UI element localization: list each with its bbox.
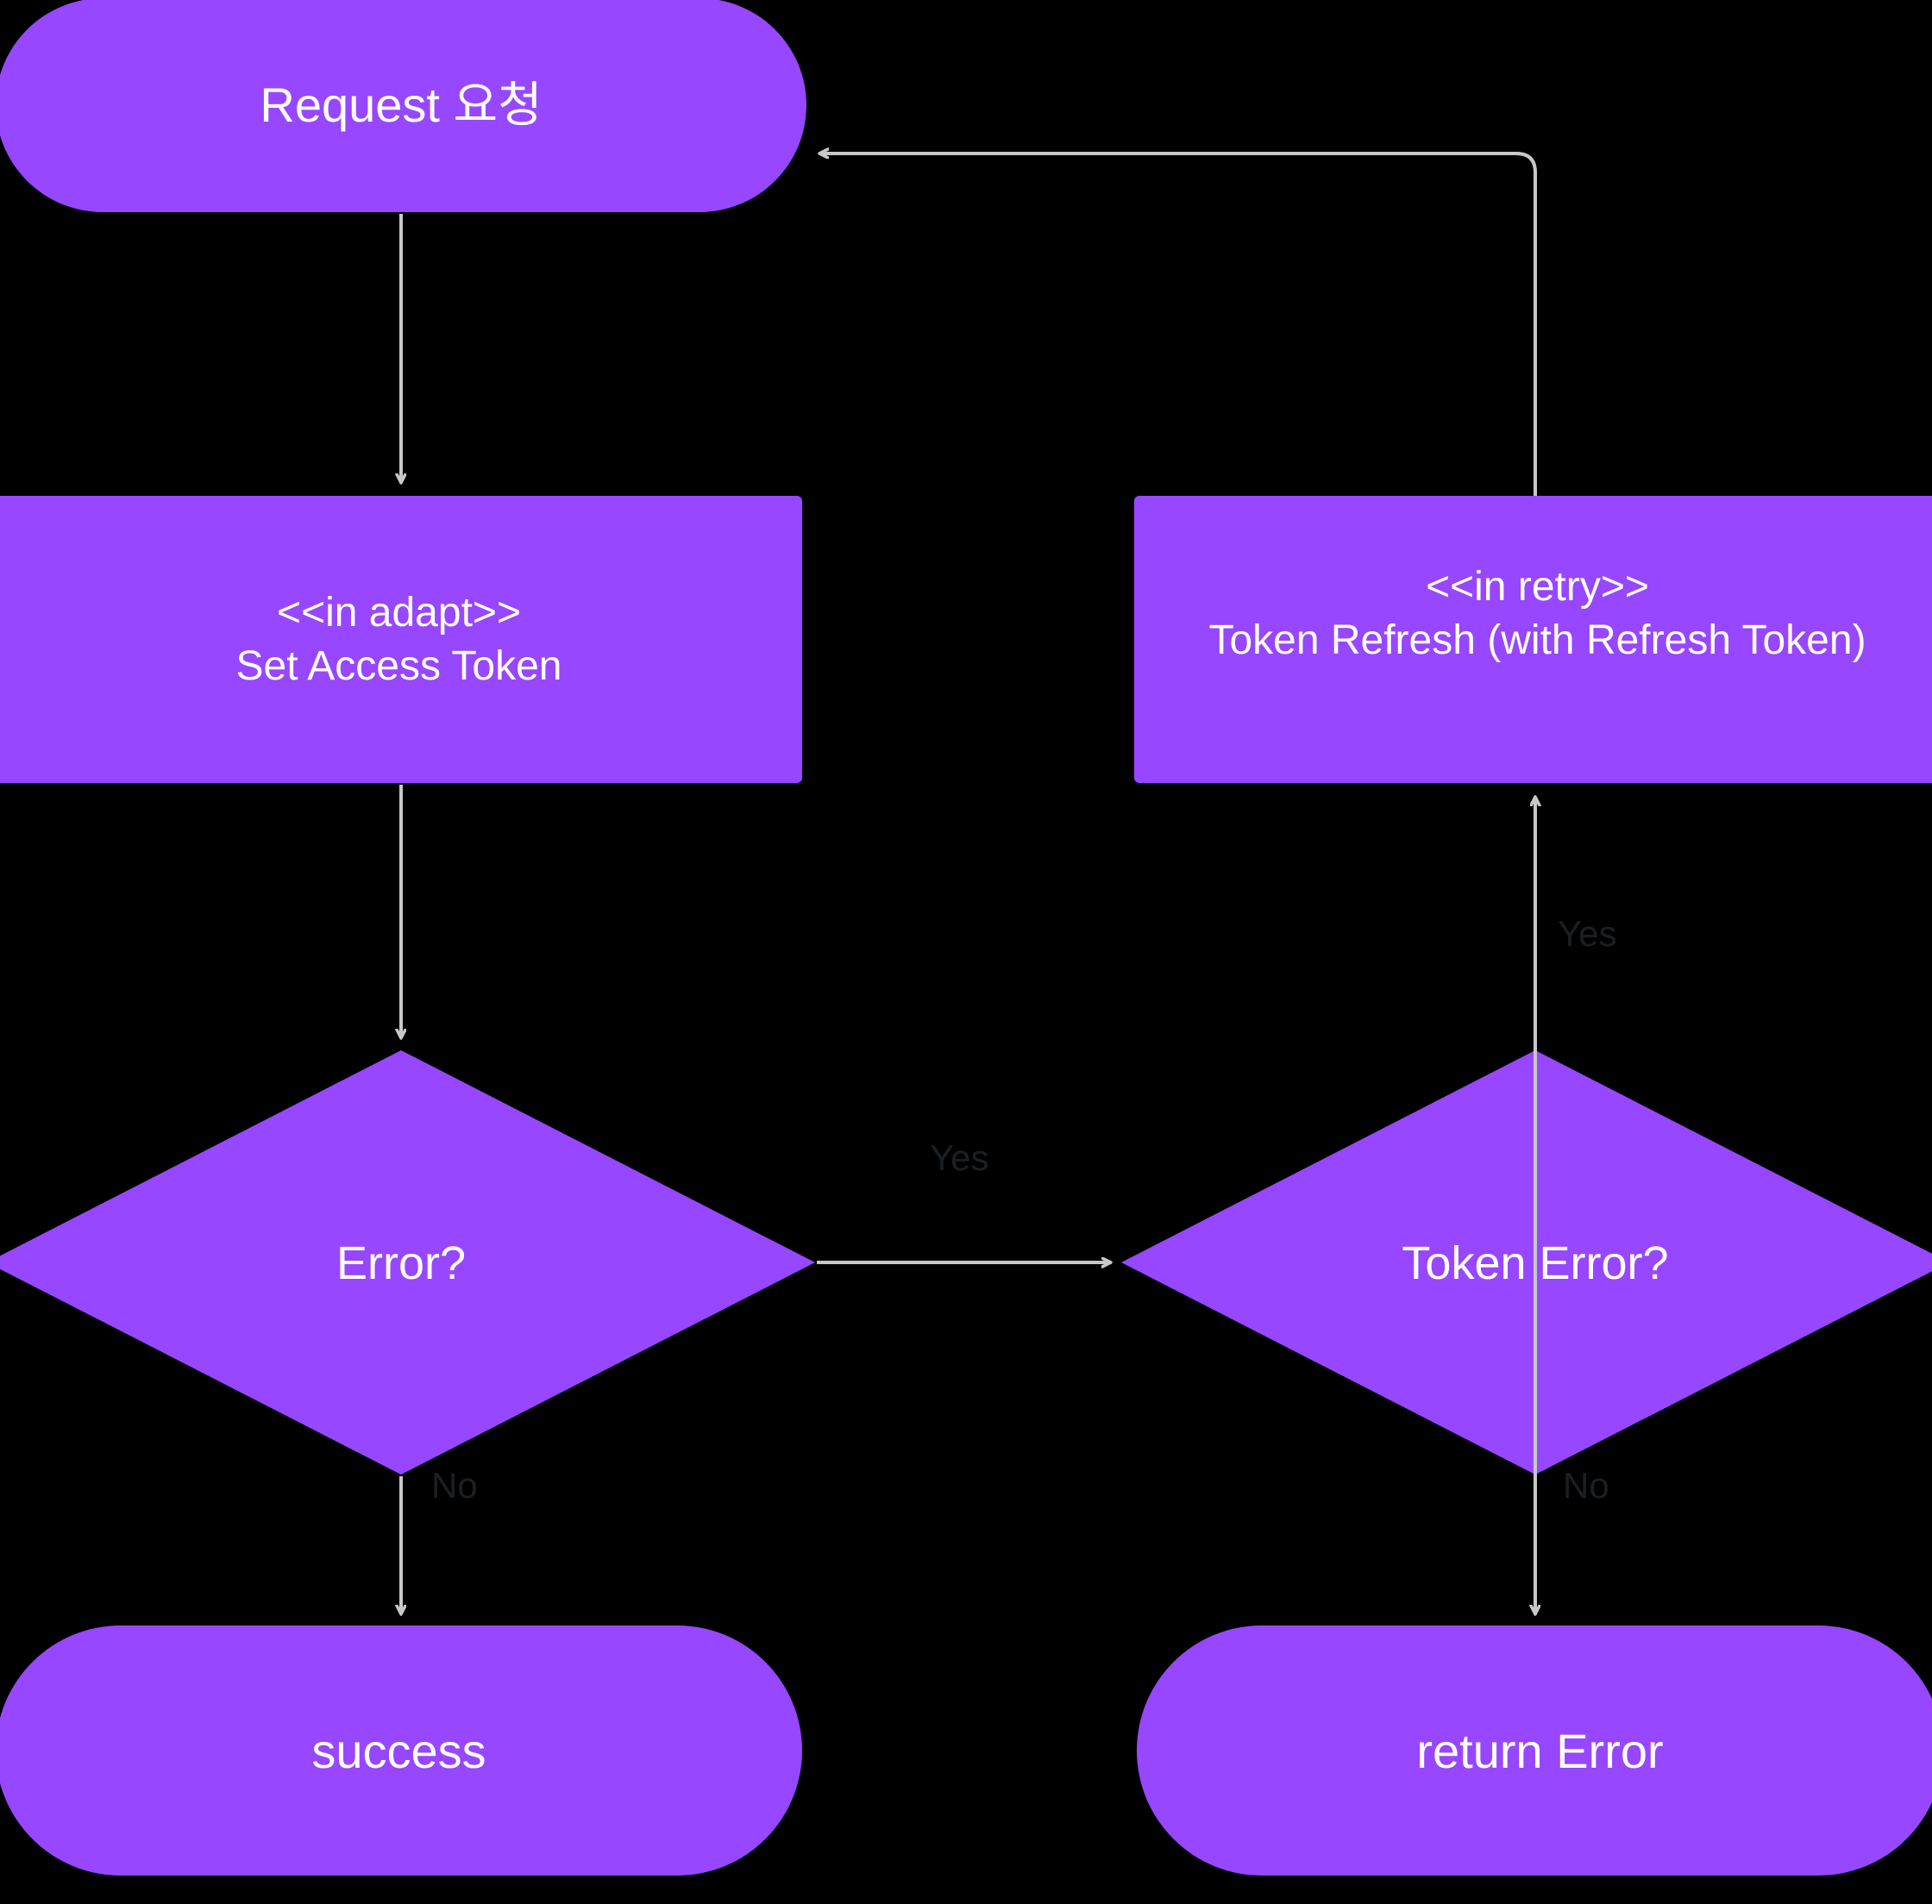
edge-label-token-error-no: No — [1563, 1465, 1609, 1506]
node-shape-request[interactable] — [0, 0, 806, 212]
node-shape-success[interactable] — [0, 1625, 802, 1876]
node-shape-adapt[interactable] — [0, 496, 802, 783]
edge-label-error-no: No — [431, 1465, 478, 1506]
edge-label-error-yes: Yes — [930, 1137, 989, 1178]
node-shape-error[interactable] — [0, 1050, 815, 1475]
node-shape-token-error[interactable] — [1121, 1050, 1932, 1475]
node-shape-return-error[interactable] — [1137, 1625, 1932, 1876]
edge-retry-to-request — [819, 153, 1537, 496]
edge-label-token-error-yes: Yes — [1558, 913, 1617, 954]
node-shape-retry[interactable] — [1134, 496, 1932, 783]
